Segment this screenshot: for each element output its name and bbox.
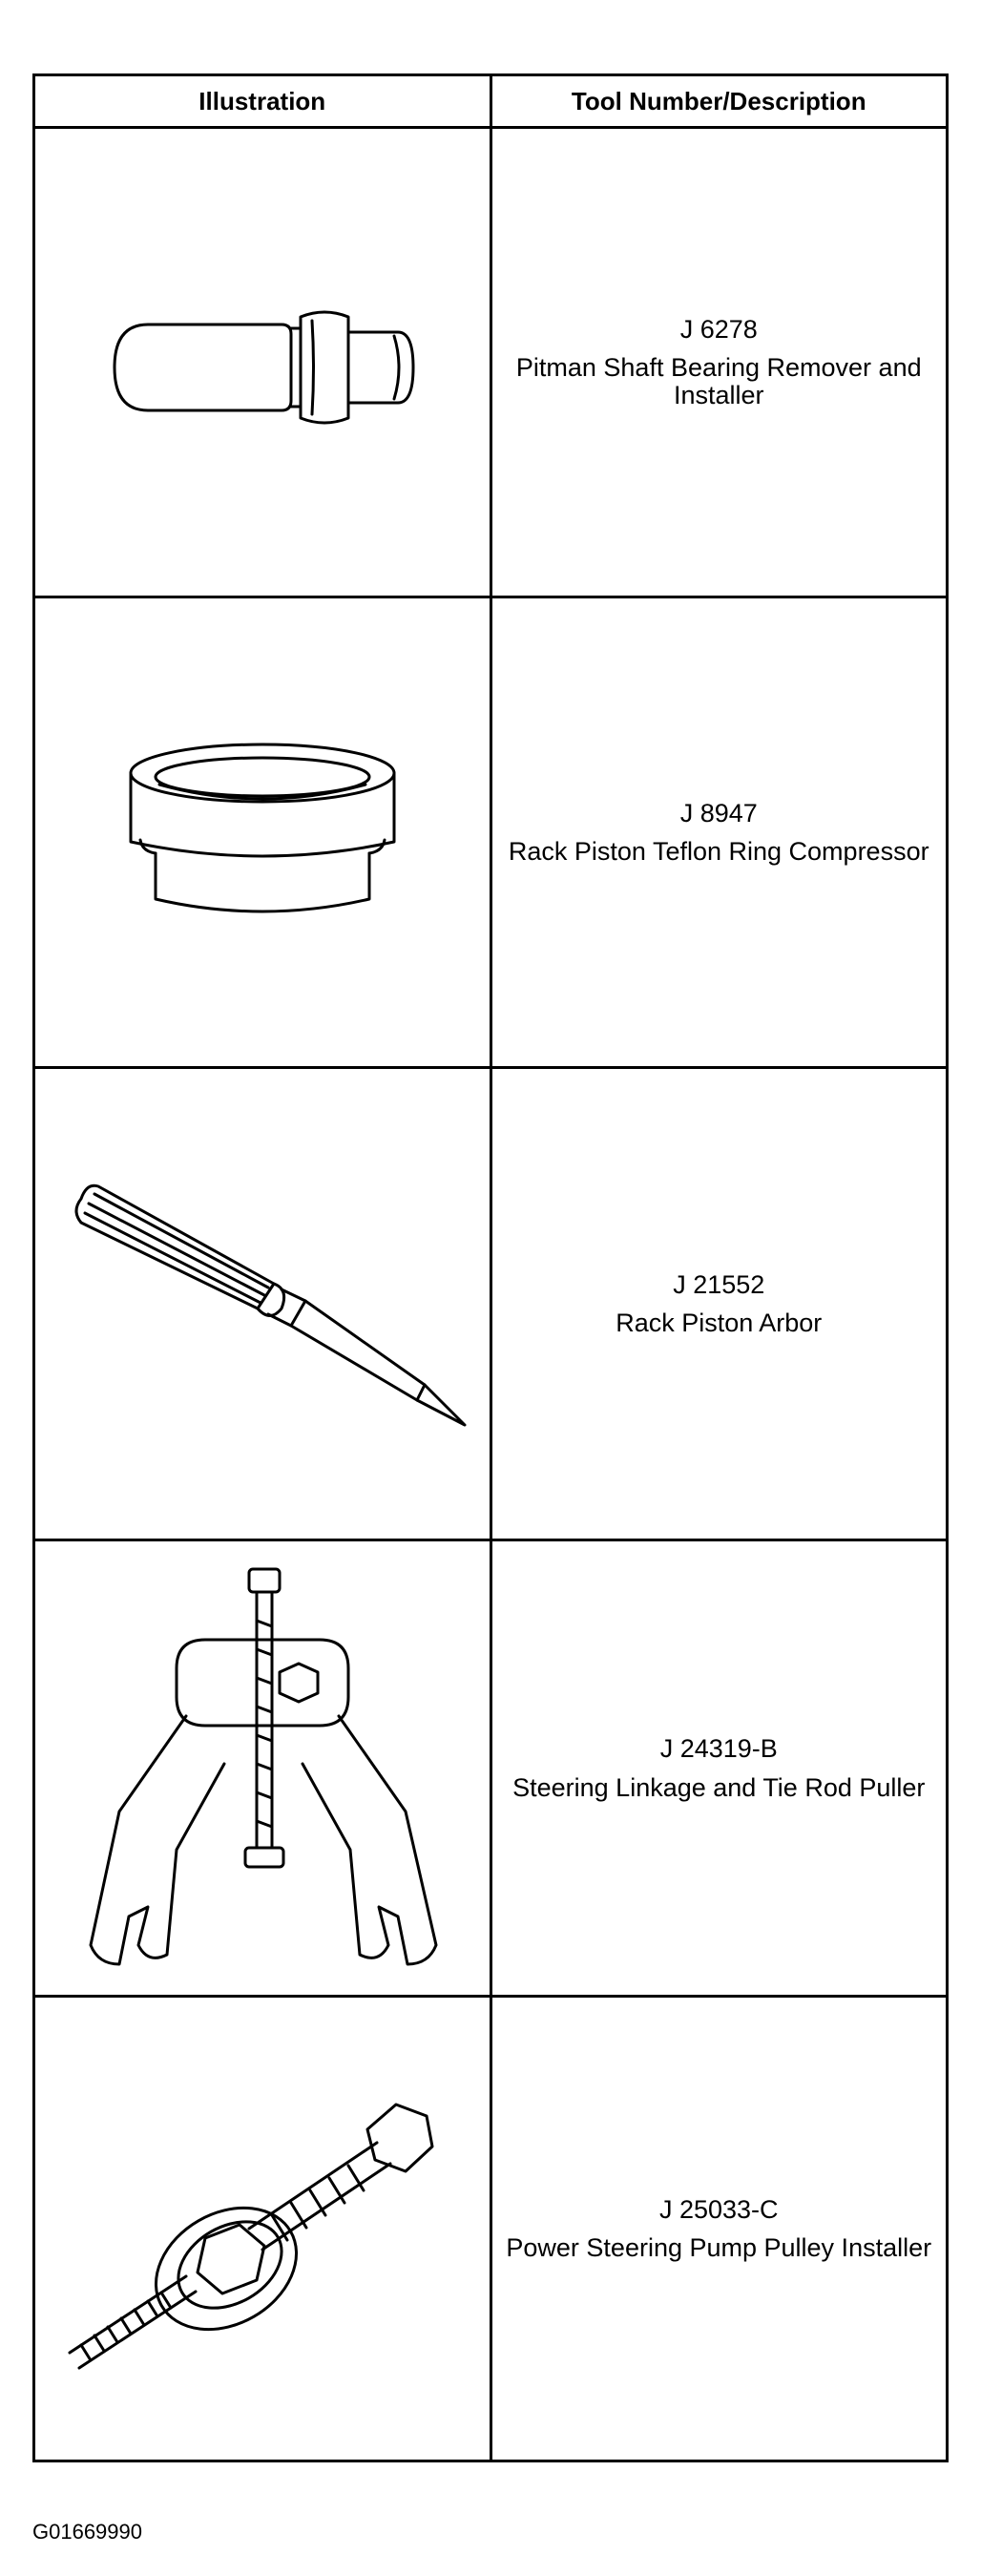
table-header-row: Illustration Tool Number/Description [32, 73, 949, 129]
description-cell: J 8947 Rack Piston Teflon Ring Compresso… [489, 596, 949, 1069]
illustration-cell [32, 1539, 492, 1998]
tool-number: J 6278 [679, 314, 758, 344]
tool-description: Rack Piston Arbor [616, 1309, 823, 1337]
illustration-cell [32, 1995, 492, 2462]
table-row: J 6278 Pitman Shaft Bearing Remover and … [32, 126, 949, 598]
table-row: J 25033-C Power Steering Pump Pulley Ins… [32, 1995, 949, 2462]
tool-number: J 8947 [679, 798, 758, 827]
special-tools-table: Illustration Tool Number/Description J 6… [32, 73, 949, 2462]
description-cell: J 25033-C Power Steering Pump Pulley Ins… [489, 1995, 949, 2462]
tie-rod-puller-icon [89, 1567, 438, 1965]
ring-compressor-icon [129, 743, 396, 913]
table-row: J 24319-B Steering Linkage and Tie Rod P… [32, 1539, 949, 1998]
table-row: J 21552 Rack Piston Arbor [32, 1066, 949, 1541]
pulley-installer-icon [68, 2103, 434, 2370]
illustration-cell [32, 596, 492, 1069]
illustration-cell [32, 126, 492, 598]
tool-description: Rack Piston Teflon Ring Compressor [508, 837, 929, 866]
illustration-column-header: Illustration [32, 73, 492, 129]
description-cell: J 6278 Pitman Shaft Bearing Remover and … [489, 126, 949, 598]
tool-number: J 25033-C [658, 2194, 779, 2224]
piston-arbor-icon [74, 1183, 467, 1427]
tool-number: J 24319-B [659, 1734, 778, 1764]
description-cell: J 21552 Rack Piston Arbor [489, 1066, 949, 1541]
description-cell: J 24319-B Steering Linkage and Tie Rod P… [489, 1539, 949, 1998]
bearing-remover-icon [113, 310, 415, 424]
tool-description: Pitman Shaft Bearing Remover and Install… [515, 353, 922, 409]
tool-number: J 21552 [673, 1269, 765, 1299]
table-row: J 8947 Rack Piston Teflon Ring Compresso… [32, 596, 949, 1069]
figure-code: G01669990 [32, 2520, 142, 2544]
description-column-header: Tool Number/Description [489, 73, 949, 129]
tool-description: Power Steering Pump Pulley Installer [506, 2233, 932, 2262]
illustration-cell [32, 1066, 492, 1541]
tool-description: Steering Linkage and Tie Rod Puller [512, 1772, 926, 1802]
